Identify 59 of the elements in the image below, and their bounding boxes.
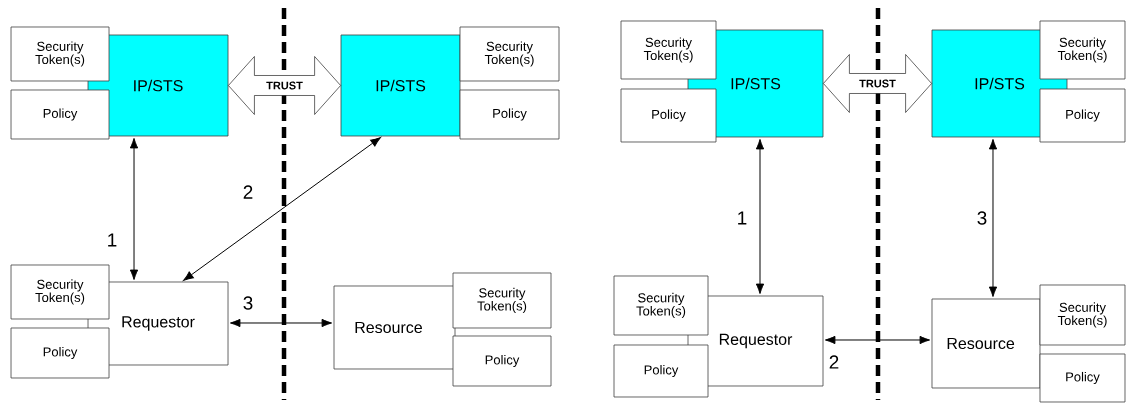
policy-box [620,88,717,143]
box-label: Requestor [719,333,793,349]
arrow [229,318,333,328]
box-label: Policy [652,109,686,122]
box-label: Policy [493,108,527,121]
box-label: Security Token(s) [636,292,686,319]
policy-box [452,335,552,387]
box-label: Policy [1066,371,1100,385]
edge-label: 2 [241,184,255,200]
token-box [10,264,110,320]
token-box [10,26,110,82]
box-label: Security Token(s) [1057,302,1107,328]
box-label: Requestor [122,316,195,331]
resource-box [931,298,1041,389]
box-label: Security Token(s) [35,279,85,305]
box-label: IP/STS [134,79,183,92]
trust-arrow [228,56,341,115]
box-label: Security Token(s) [35,41,85,67]
box-label: Policy [1066,109,1100,122]
edge-label: 1 [105,232,119,248]
box-label: Policy [43,346,78,360]
box-label: Security Token(s) [643,37,693,63]
policy-box [613,344,709,398]
arrow [129,137,139,281]
box-label: IP/STS [376,79,426,92]
arrow [824,335,931,345]
box-label: Security Token(s) [477,287,527,314]
box-label: Policy [43,108,78,121]
edge-label: 1 [735,210,749,226]
token-box [459,26,560,82]
token-box [1039,284,1126,346]
token-box [613,275,709,336]
box-label: IP/STS [731,77,781,90]
ip-sts-box [340,34,461,137]
token-box [452,272,552,329]
token-box [1039,20,1126,80]
box-label: Policy [485,354,520,368]
token-box [620,20,717,80]
edge-label: TRUST [859,79,896,88]
box-label: Security Token(s) [484,41,534,67]
arrow [988,138,998,298]
edge-label: 3 [241,295,255,311]
box-label: IP/STS [975,77,1025,90]
arrow [183,137,381,281]
trust-arrow [823,54,932,113]
box-label: Resource [355,321,422,334]
box-label: Policy [644,364,679,378]
edge-label: TRUST [266,81,303,90]
edge-label: 2 [827,354,841,370]
policy-box [1039,353,1126,403]
box-label: Resource [947,337,1015,350]
policy-box [10,327,110,379]
arrow [755,138,765,295]
box-label: Security Token(s) [1057,37,1107,63]
policy-box [1039,88,1126,143]
policy-box [459,89,560,140]
resource-box [333,285,456,370]
edge-label: 3 [975,210,989,226]
policy-box [10,89,110,140]
